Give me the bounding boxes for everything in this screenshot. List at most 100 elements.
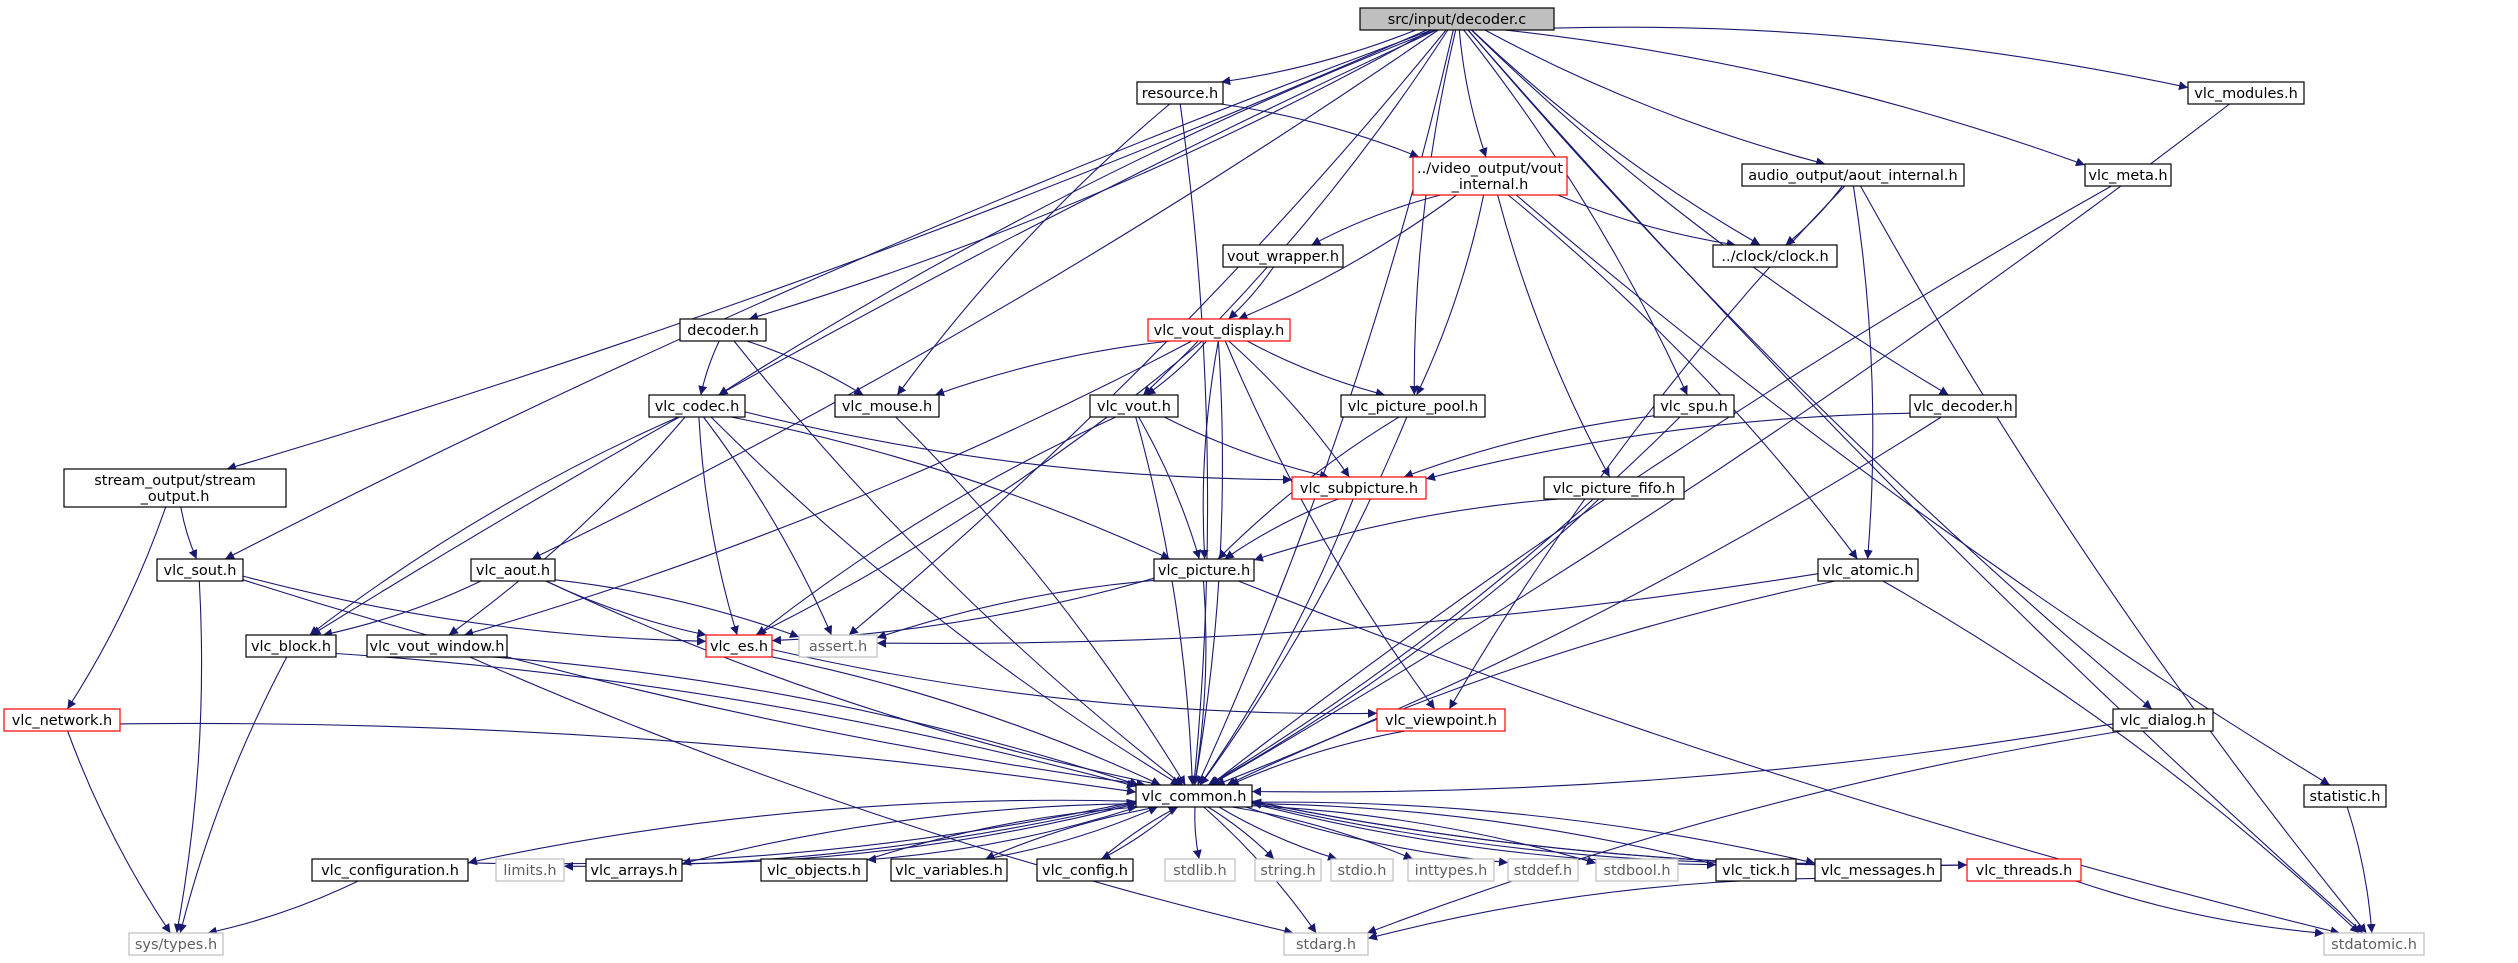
node-label-vlc-dialog: vlc_dialog.h bbox=[2120, 713, 2206, 729]
node-box-vlc-vout-window bbox=[366, 634, 508, 658]
edge-vout-internal-to-vlc-picture-pool bbox=[1416, 194, 1485, 396]
node-label-vlc-modules: vlc_modules.h bbox=[2194, 86, 2298, 102]
edge-vlc-vout-display-to-vlc-vout bbox=[1145, 340, 1208, 396]
node-box-stream-output bbox=[63, 468, 287, 508]
node-box-vlc-vout-display bbox=[1147, 318, 1291, 342]
node-box-vlc-mouse bbox=[834, 394, 940, 418]
edge-vlc-block-to-vlc-common bbox=[335, 652, 1137, 789]
node-box-vout-internal bbox=[1412, 156, 1568, 196]
node-vlc-vout[interactable]: vlc_vout.h bbox=[1089, 394, 1179, 418]
node-label-vlc-mouse: vlc_mouse.h bbox=[842, 399, 932, 415]
node-box-vlc-arrays bbox=[585, 858, 683, 882]
edge-statistic-to-stdatomic-h bbox=[2346, 806, 2376, 934]
node-label-vlc-vout-window: vlc_vout_window.h bbox=[370, 639, 505, 655]
edge-vlc-aout-to-assert-h bbox=[554, 579, 800, 639]
edge-vlc-vout-to-vlc-picture bbox=[1138, 416, 1202, 560]
node-clock-h[interactable]: ../clock/clock.h bbox=[1712, 244, 1838, 268]
node-vlc-variables[interactable]: vlc_variables.h bbox=[890, 858, 1008, 882]
node-label-vlc-spu: vlc_spu.h bbox=[1660, 399, 1728, 415]
node-vout-wrapper[interactable]: vout_wrapper.h bbox=[1222, 244, 1344, 268]
node-label-statistic: statistic.h bbox=[2310, 789, 2381, 805]
node-label-vlc-aout: vlc_aout.h bbox=[476, 563, 550, 579]
node-vlc-decoder[interactable]: vlc_decoder.h bbox=[1909, 394, 2017, 418]
node-label-vout-internal-line-1: ../video_output/vout bbox=[1417, 161, 1563, 177]
node-box-vlc-subpicture bbox=[1291, 476, 1427, 500]
node-vlc-configuration[interactable]: vlc_configuration.h bbox=[311, 858, 469, 882]
edge-vlc-codec-to-vlc-vout-window bbox=[448, 416, 686, 636]
edge-vout-internal-to-vlc-vout-display bbox=[1238, 194, 1457, 320]
node-vlc-meta[interactable]: vlc_meta.h bbox=[2084, 163, 2172, 187]
node-vlc-objects[interactable]: vlc_objects.h bbox=[760, 858, 868, 882]
node-vlc-dialog[interactable]: vlc_dialog.h bbox=[2112, 708, 2214, 732]
node-vlc-block[interactable]: vlc_block.h bbox=[245, 634, 337, 658]
node-decoder-c[interactable]: src/input/decoder.c bbox=[1359, 7, 1555, 31]
node-vlc-config[interactable]: vlc_config.h bbox=[1036, 858, 1134, 882]
node-vlc-sout[interactable]: vlc_sout.h bbox=[156, 558, 244, 582]
node-vlc-arrays[interactable]: vlc_arrays.h bbox=[585, 858, 683, 882]
node-box-vlc-objects bbox=[760, 858, 868, 882]
node-vlc-picture-pool[interactable]: vlc_picture_pool.h bbox=[1340, 394, 1486, 418]
node-box-vlc-block bbox=[245, 634, 337, 658]
node-box-limits-h bbox=[495, 858, 565, 882]
node-vlc-modules[interactable]: vlc_modules.h bbox=[2187, 81, 2305, 105]
node-decoder-h[interactable]: decoder.h bbox=[679, 318, 767, 342]
node-stream-output[interactable]: stream_output/stream_output.h bbox=[63, 468, 287, 508]
node-vlc-subpicture[interactable]: vlc_subpicture.h bbox=[1291, 476, 1427, 500]
node-label-sys-types: sys/types.h bbox=[135, 937, 217, 953]
node-stdio-h: stdio.h bbox=[1330, 858, 1394, 882]
node-vlc-tick[interactable]: vlc_tick.h bbox=[1715, 858, 1797, 882]
node-statistic[interactable]: statistic.h bbox=[2303, 784, 2387, 808]
node-vlc-picture[interactable]: vlc_picture.h bbox=[1153, 558, 1255, 582]
edge-vlc-common-to-vlc-objects bbox=[866, 806, 1138, 864]
edge-vlc-codec-to-vlc-block bbox=[309, 416, 679, 636]
edge-vlc-dialog-to-vlc-common bbox=[1251, 723, 2114, 797]
node-vout-internal[interactable]: ../video_output/vout_internal.h bbox=[1412, 156, 1568, 196]
node-box-vlc-picture-pool bbox=[1340, 394, 1486, 418]
node-label-vlc-picture-fifo: vlc_picture_fifo.h bbox=[1553, 481, 1675, 497]
edge-vlc-picture-to-assert-h bbox=[876, 579, 1155, 640]
node-box-vlc-dialog bbox=[2112, 708, 2214, 732]
edge-vlc-sout-to-sys-types bbox=[173, 580, 203, 934]
edge-stream-output-to-vlc-sout bbox=[180, 506, 198, 560]
node-vlc-viewpoint[interactable]: vlc_viewpoint.h bbox=[1376, 708, 1506, 732]
node-assert-h: assert.h bbox=[798, 634, 878, 658]
node-vlc-vout-display[interactable]: vlc_vout_display.h bbox=[1147, 318, 1291, 342]
node-vlc-spu[interactable]: vlc_spu.h bbox=[1653, 394, 1735, 418]
edge-decoder-c-to-vlc-modules bbox=[1553, 26, 2189, 91]
node-box-aout-internal bbox=[1741, 163, 1965, 187]
node-vlc-vout-window[interactable]: vlc_vout_window.h bbox=[366, 634, 508, 658]
node-vlc-picture-fifo[interactable]: vlc_picture_fifo.h bbox=[1543, 476, 1685, 500]
node-box-vlc-modules bbox=[2187, 81, 2305, 105]
node-box-stdatomic-h bbox=[2323, 932, 2425, 956]
node-label-vlc-picture-pool: vlc_picture_pool.h bbox=[1348, 399, 1479, 415]
node-label-resource-h: resource.h bbox=[1142, 86, 1219, 102]
node-vlc-mouse[interactable]: vlc_mouse.h bbox=[834, 394, 940, 418]
node-label-string-h: string.h bbox=[1260, 863, 1315, 879]
node-vlc-atomic[interactable]: vlc_atomic.h bbox=[1817, 558, 1919, 582]
edge-vlc-meta-to-vlc-common bbox=[1210, 185, 2112, 786]
node-vlc-codec[interactable]: vlc_codec.h bbox=[648, 394, 746, 418]
node-aout-internal[interactable]: audio_output/aout_internal.h bbox=[1741, 163, 1965, 187]
node-box-vlc-decoder bbox=[1909, 394, 2017, 418]
node-label-vlc-es: vlc_es.h bbox=[710, 639, 768, 655]
edge-decoder-c-to-vlc-sout bbox=[224, 29, 1433, 560]
edge-vlc-subpicture-to-vlc-picture bbox=[1224, 498, 1339, 560]
edge-vlc-tick-to-vlc-common bbox=[1251, 799, 1717, 866]
node-label-vlc-messages: vlc_messages.h bbox=[1821, 863, 1935, 879]
node-stdlib-h: stdlib.h bbox=[1164, 858, 1236, 882]
edge-vlc-common-to-stdlib-h bbox=[1192, 806, 1202, 860]
node-box-vlc-network bbox=[3, 708, 121, 732]
node-vlc-es[interactable]: vlc_es.h bbox=[705, 634, 773, 658]
node-box-assert-h bbox=[798, 634, 878, 658]
edge-vlc-codec-to-vlc-common bbox=[710, 416, 1181, 786]
node-label-assert-h: assert.h bbox=[809, 639, 867, 655]
node-vlc-threads[interactable]: vlc_threads.h bbox=[1966, 858, 2082, 882]
node-vlc-common[interactable]: vlc_common.h bbox=[1135, 784, 1253, 808]
node-vlc-aout[interactable]: vlc_aout.h bbox=[470, 558, 556, 582]
node-vlc-network[interactable]: vlc_network.h bbox=[3, 708, 121, 732]
node-vlc-messages[interactable]: vlc_messages.h bbox=[1814, 858, 1942, 882]
node-resource-h[interactable]: resource.h bbox=[1136, 81, 1224, 105]
edge-vlc-viewpoint-to-vlc-common bbox=[1229, 730, 1406, 786]
edge-vlc-vout-display-to-vlc-vout-window bbox=[464, 340, 1193, 637]
